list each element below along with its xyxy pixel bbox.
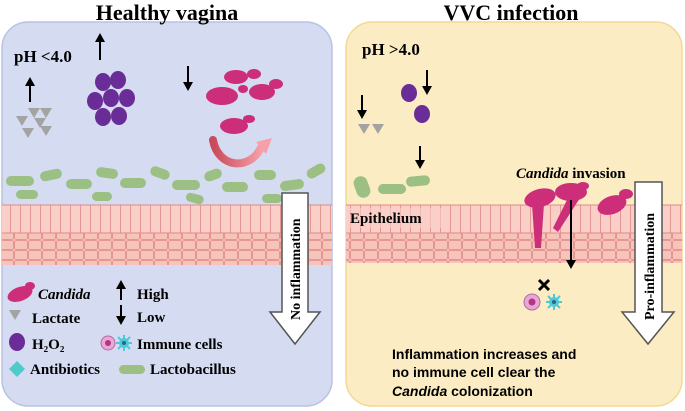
right-panel-title: VVC infection xyxy=(443,0,578,25)
invading-candida-icon xyxy=(524,182,633,248)
h2o2-circles-icon xyxy=(401,84,430,123)
lactate-legend-icon xyxy=(9,310,21,320)
epithelium-label-bg xyxy=(346,208,442,228)
caption-line-1: Inflammation increases and xyxy=(392,346,576,362)
no-inflammation-label: No inflammation xyxy=(289,218,304,320)
h2o2-legend-icon xyxy=(9,333,25,351)
down-arrow-icon xyxy=(183,66,193,91)
legend-lactobacillus-label: Lactobacillus xyxy=(150,362,236,378)
legend: Candida Lactate H₂O₂ Antibiotics High Lo… xyxy=(7,280,236,378)
left-ph-label: pH <4.0 xyxy=(14,47,72,66)
caption-line-2: no immune cell clear the xyxy=(392,364,556,380)
legend-low-label: Low xyxy=(137,310,166,326)
down-arrow-icon xyxy=(116,305,126,325)
candida-legend-icon xyxy=(7,282,35,302)
legend-immune-label: Immune cells xyxy=(137,337,223,353)
down-arrow-icon xyxy=(422,70,432,95)
lactobacillus-legend-icon xyxy=(119,365,145,374)
left-epithelium-layer xyxy=(2,204,332,265)
legend-h2o2-label: H₂O₂ xyxy=(32,337,65,353)
caption-line-3: Candida colonization xyxy=(392,383,533,399)
right-ph-label: pH >4.0 xyxy=(362,40,420,59)
candida-cluster-icon xyxy=(206,69,283,134)
pro-inflammation-label: Pro-inflammation xyxy=(643,213,658,320)
up-arrow-icon xyxy=(25,77,35,102)
x-mark-icon xyxy=(537,278,551,292)
pro-inflammation-arrow: Pro-inflammation xyxy=(620,181,676,346)
up-arrow-icon xyxy=(116,280,126,300)
down-arrow-icon xyxy=(357,95,367,119)
legend-lactate-label: Lactate xyxy=(32,311,81,327)
lactobacillus-rods-icon xyxy=(6,163,326,205)
candida-invasion-label: Candida invasion xyxy=(516,166,626,182)
legend-high-label: High xyxy=(137,287,169,303)
antibiotics-legend-icon xyxy=(9,361,25,377)
immune-cells-icon xyxy=(523,293,562,311)
no-inflammation-arrow: No inflammation xyxy=(268,192,322,346)
down-arrow-icon xyxy=(566,200,576,269)
h2o2-circles-icon xyxy=(87,71,135,126)
lactate-triangles-icon xyxy=(16,108,52,138)
lactate-triangles-icon xyxy=(358,124,384,134)
immune-cells-legend-icon xyxy=(100,335,132,351)
left-panel-title: Healthy vagina xyxy=(96,0,238,25)
epithelium-label: Epithelium xyxy=(350,211,422,227)
up-arrow-icon xyxy=(95,33,105,60)
down-arrow-icon xyxy=(415,146,425,169)
curved-arrow-icon xyxy=(209,136,272,168)
legend-candida-label: Candida xyxy=(38,287,91,303)
legend-antibiotics-label: Antibiotics xyxy=(30,362,100,378)
lactobacillus-rods-icon xyxy=(353,175,430,198)
